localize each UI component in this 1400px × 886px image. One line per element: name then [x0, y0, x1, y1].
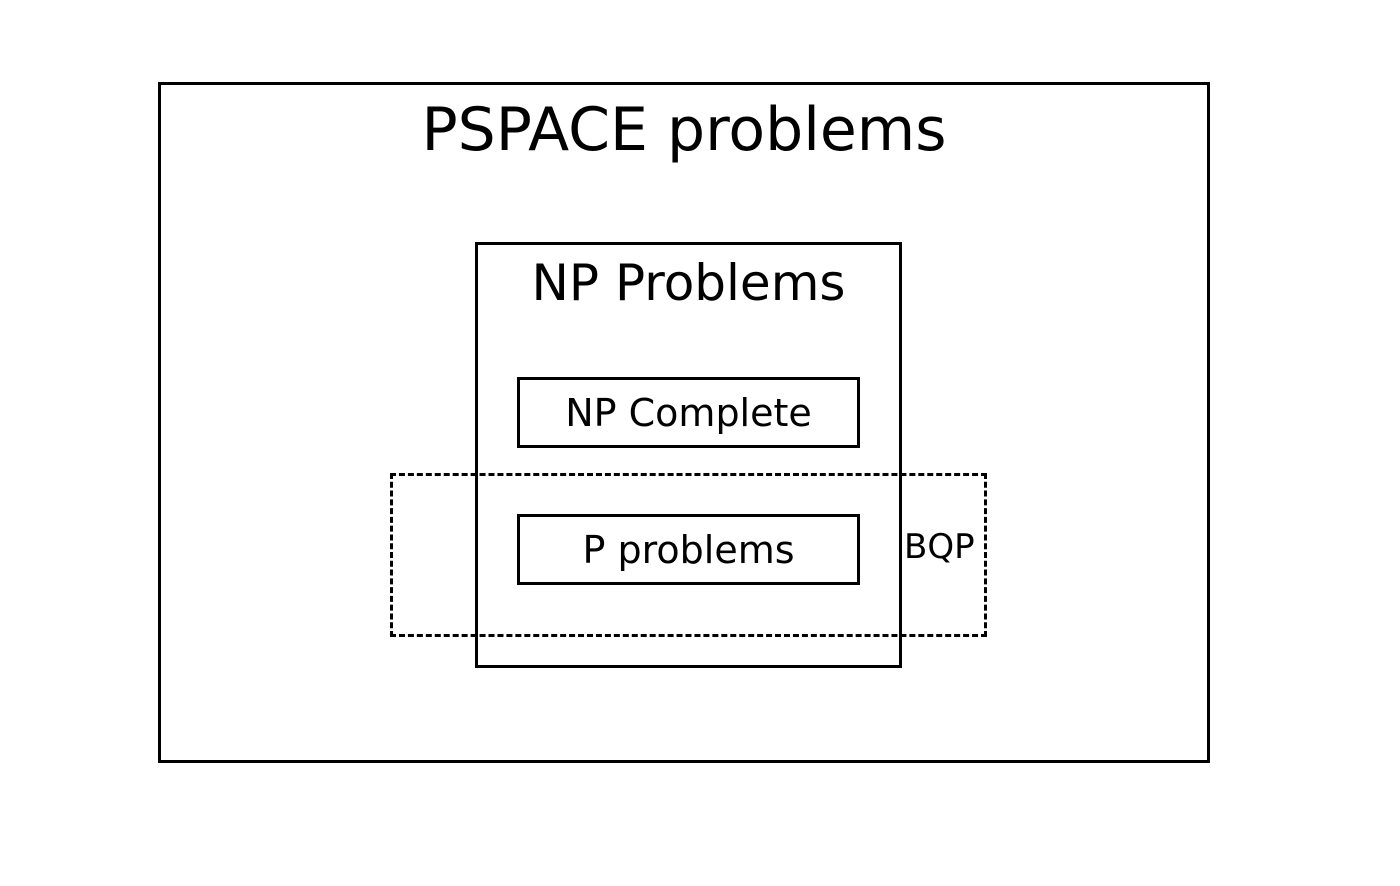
np-complete-label: NP Complete: [565, 391, 812, 435]
pspace-label: PSPACE problems: [421, 95, 947, 165]
bqp-label: BQP: [904, 527, 975, 567]
bqp-region: [390, 473, 987, 637]
p-label: P problems: [582, 528, 795, 572]
np-region: [475, 242, 902, 668]
p-region: [517, 514, 860, 585]
np-label: NP Problems: [531, 254, 846, 312]
pspace-region: [158, 82, 1210, 763]
np-complete-region: [517, 377, 860, 448]
